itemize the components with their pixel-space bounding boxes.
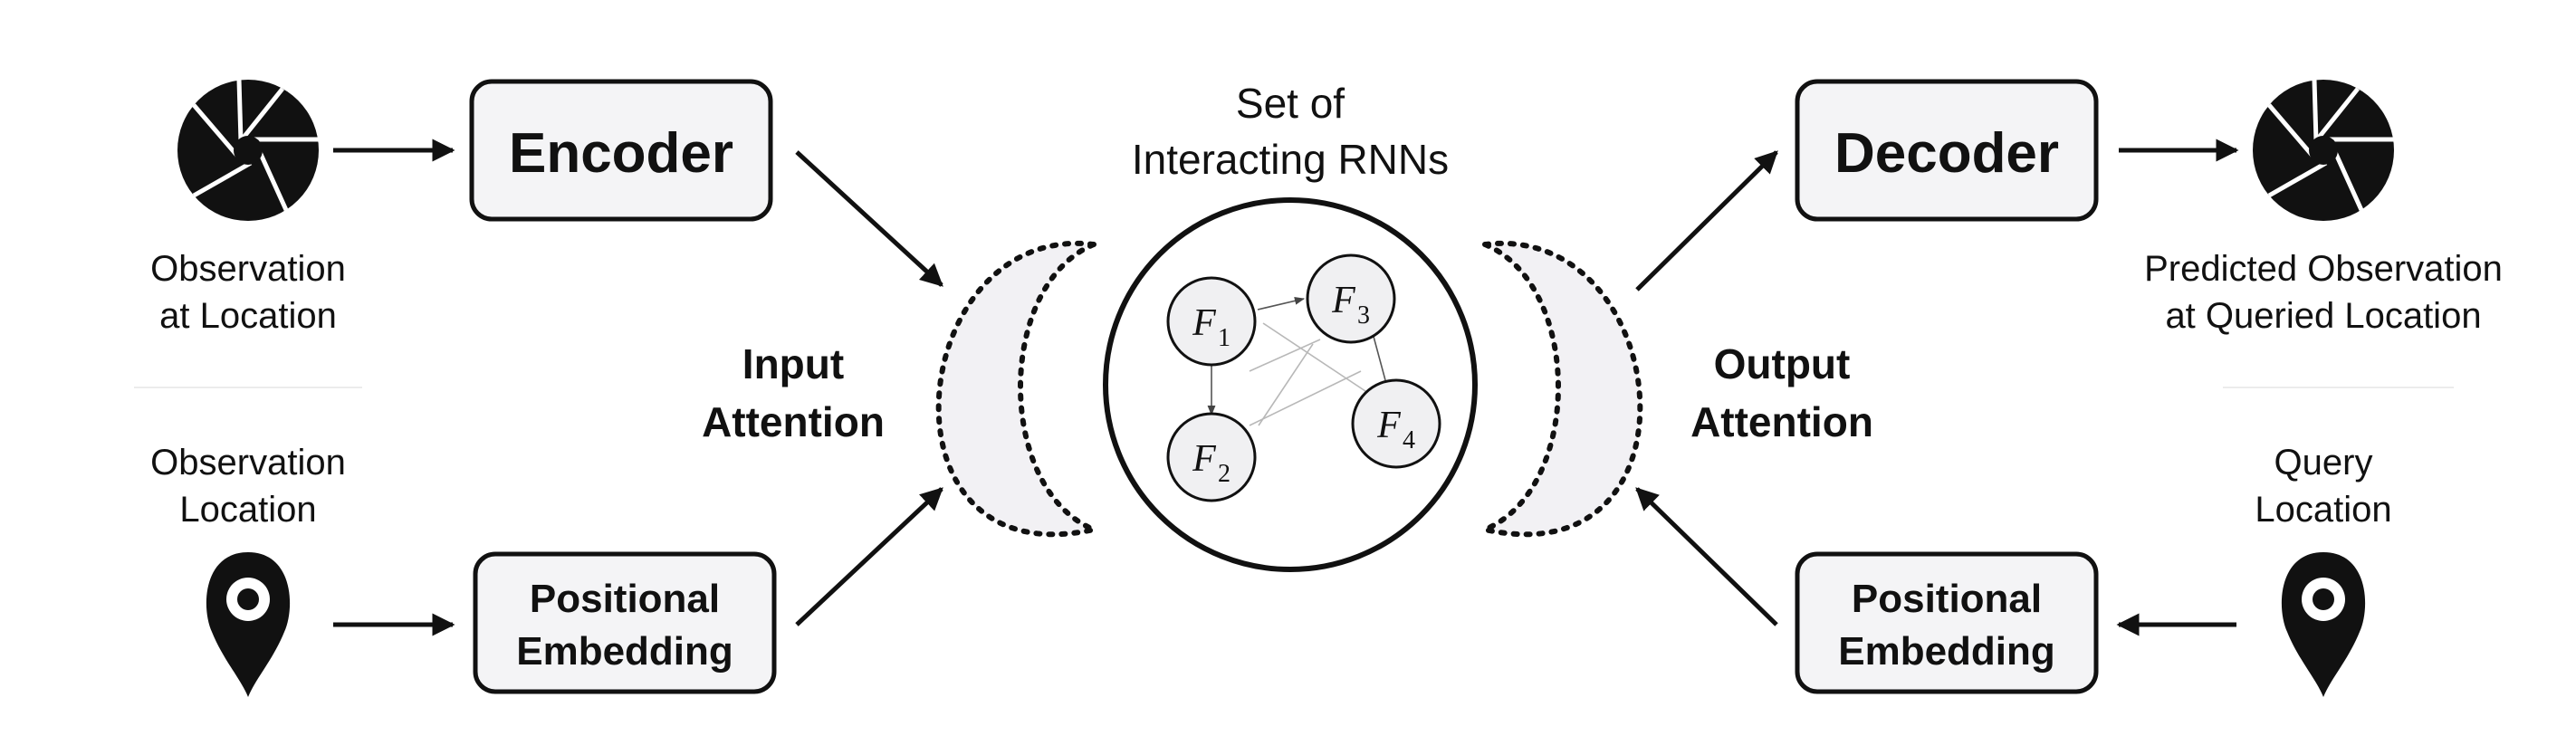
query-label-line1: Query (2274, 443, 2373, 483)
arrow-encoder-to-attention (795, 150, 943, 287)
decoder-box (1795, 79, 2099, 222)
output-attention-line2: Attention (1690, 398, 1873, 445)
edge-f1-to-f3 (1257, 296, 1306, 311)
input-attention-line2: Attention (702, 398, 885, 445)
edge-f1-f3 (1249, 339, 1321, 372)
location-label-line2: Location (179, 490, 316, 530)
positional-embedding-box-left (473, 551, 777, 694)
node-f4-letter: F (1376, 405, 1401, 446)
arrow-posembed-to-attention (795, 487, 943, 626)
edge-f3-f2 (1258, 343, 1314, 426)
rnn-set-circle (1103, 197, 1478, 572)
location-icon (206, 552, 291, 697)
rnn-node-f3: F 3 (1306, 253, 1396, 344)
pos-embed-left-line1: Positional (530, 577, 720, 621)
node-f2-letter: F (1192, 438, 1216, 480)
query-label-line2: Location (2255, 490, 2391, 530)
rnn-node-f2: F 2 (1166, 412, 1257, 502)
arrow-attention-to-decoder (1635, 150, 1778, 291)
pos-embed-right-line1: Positional (1852, 577, 2042, 621)
arrow-posembed-to-attention-right (1635, 487, 1778, 626)
edge-f3-f4 (1372, 332, 1386, 381)
node-f1-letter: F (1192, 302, 1216, 344)
rnn-title-line1: Set of (1236, 80, 1345, 127)
observation-label-line1: Observation (150, 249, 346, 289)
rnn-node-f4: F 4 (1351, 378, 1441, 469)
predicted-label-line1: Predicted Observation (2144, 249, 2503, 289)
pos-embed-left-line2: Embedding (516, 629, 733, 674)
map-pin-icon (2281, 552, 2366, 697)
camera-aperture-icon (2253, 80, 2394, 221)
input-attention-line1: Input (742, 340, 844, 387)
output-attention-line1: Output (1714, 340, 1851, 387)
predicted-observation-icon (2253, 80, 2394, 221)
camera-aperture-icon (177, 80, 319, 221)
predicted-label-line2: at Queried Location (2165, 296, 2481, 336)
rnn-title-line2: Interacting RNNs (1132, 136, 1449, 183)
output-attention-crescent (1474, 240, 1643, 538)
rnn-node-f1: F 1 (1166, 276, 1257, 367)
node-f2-sub: 2 (1218, 460, 1231, 488)
pos-embed-right-line2: Embedding (1838, 629, 2055, 674)
positional-embedding-box-right (1795, 551, 2099, 694)
decoder-label: Decoder (1834, 122, 2059, 185)
node-f3-letter: F (1331, 280, 1355, 321)
encoder-box (469, 79, 773, 222)
observation-label-line2: at Location (159, 296, 337, 336)
query-location-icon (2281, 552, 2366, 697)
edge-f1-f4 (1262, 322, 1377, 399)
map-pin-icon (206, 552, 291, 697)
node-f3-sub: 3 (1357, 301, 1370, 330)
edge-f2-f4 (1249, 370, 1362, 426)
input-attention-crescent (935, 240, 1105, 538)
encoder-label: Encoder (509, 122, 733, 185)
observation-icon (177, 80, 319, 221)
node-f4-sub: 4 (1403, 426, 1415, 454)
node-f1-sub: 1 (1218, 324, 1231, 352)
location-label-line1: Observation (150, 443, 346, 483)
